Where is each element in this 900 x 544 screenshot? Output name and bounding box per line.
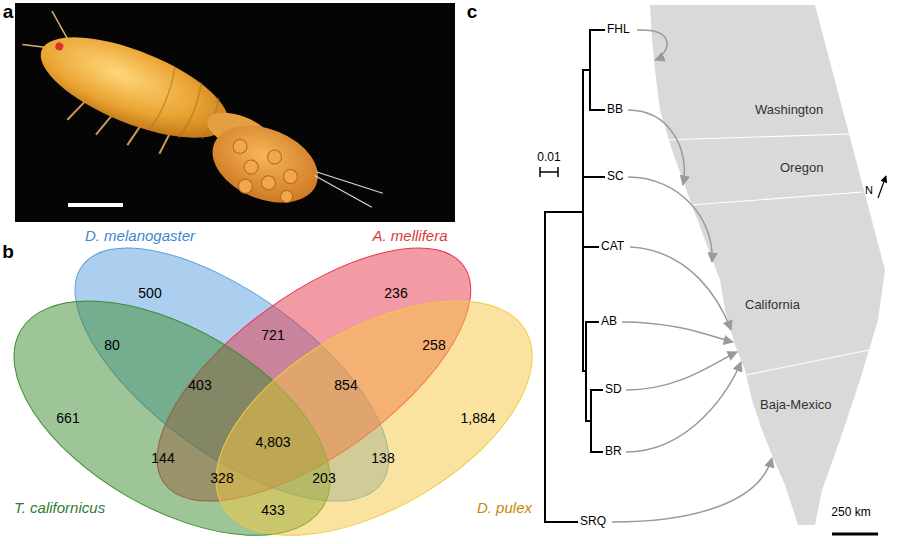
tip-label: SC [607, 170, 624, 184]
north-label: N [865, 184, 873, 197]
scale-label: 250 km [831, 506, 870, 520]
venn-count: 258 [422, 337, 445, 353]
venn-count: 4,803 [255, 434, 290, 450]
location-arrows [612, 30, 772, 522]
tree-scale-bar [540, 167, 558, 177]
venn-count: 1,884 [460, 410, 495, 426]
venn-ellipse-shape [177, 253, 570, 544]
panel-letter: a [3, 1, 14, 23]
species-label: D. melanogaster [85, 227, 195, 244]
venn-count: 138 [371, 450, 394, 466]
tip-label: BB [607, 103, 623, 117]
panel-letter: c [467, 1, 478, 23]
venn-count: 236 [384, 285, 407, 301]
venn-count: 500 [138, 285, 161, 301]
tip-label: AB [601, 315, 617, 329]
phylogenetic-tree [545, 30, 604, 522]
tip-label: SRQ [580, 515, 606, 529]
region-label: Washington [755, 103, 823, 118]
region-label: California [745, 298, 800, 313]
venn-count: 433 [261, 502, 284, 518]
scale-label: 0.01 [537, 151, 560, 165]
tip-label: CAT [601, 240, 624, 254]
venn-count: 661 [56, 410, 79, 426]
tip-label: FHL [607, 23, 630, 37]
venn-count: 203 [312, 470, 335, 486]
venn-count: 328 [210, 470, 233, 486]
species-label: T. californicus [14, 499, 105, 516]
species-label: A. mellifera [372, 227, 447, 244]
venn-count: 144 [151, 450, 174, 466]
species-label: D. pulex [477, 499, 532, 516]
region-label: Baja-Mexico [760, 398, 832, 413]
north-arrow [878, 176, 886, 198]
coast-map [650, 5, 885, 525]
panel-letter: b [2, 241, 14, 263]
tip-label: SD [605, 383, 622, 397]
tip-label: BR [605, 445, 622, 459]
venn-count: 854 [334, 377, 357, 393]
venn-count: 80 [104, 337, 120, 353]
venn-count: 403 [188, 377, 211, 393]
copepod-photo [1, 3, 455, 242]
venn-count: 721 [261, 327, 284, 343]
map-scale-bar [832, 533, 878, 536]
region-label: Oregon [780, 161, 823, 176]
